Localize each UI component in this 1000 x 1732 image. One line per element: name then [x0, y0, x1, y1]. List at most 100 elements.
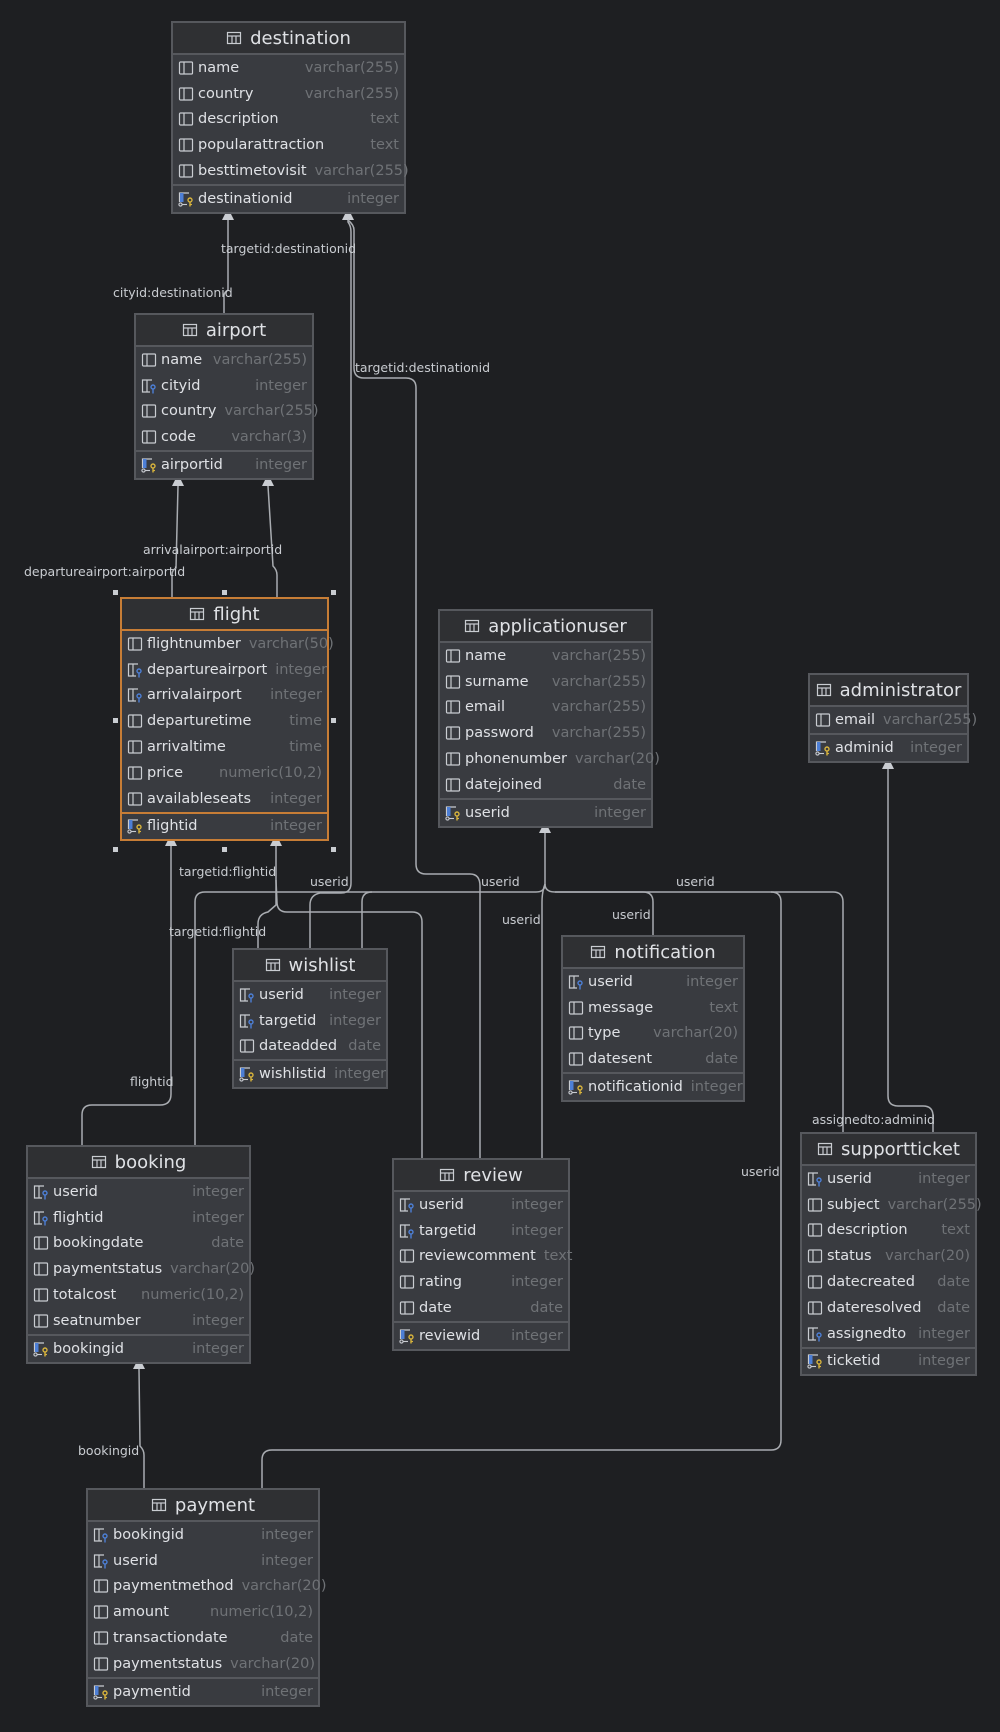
- resize-handle[interactable]: [331, 847, 336, 852]
- table-header[interactable]: review: [394, 1160, 568, 1192]
- relation-flight-arrival-airport[interactable]: [262, 474, 278, 597]
- resize-handle[interactable]: [113, 590, 118, 595]
- relation-wishlist-user[interactable]: [361, 891, 373, 948]
- resize-handle[interactable]: [222, 847, 227, 852]
- relation-review-user[interactable]: [541, 883, 546, 1158]
- relation-support-admin[interactable]: [882, 757, 934, 1132]
- table-header[interactable]: airport: [136, 315, 312, 347]
- relation-review-flight[interactable]: [275, 879, 423, 1158]
- resize-handle[interactable]: [331, 590, 336, 595]
- relation-review-destination[interactable]: [347, 219, 481, 1158]
- resize-handle[interactable]: [113, 847, 118, 852]
- table-header[interactable]: destination: [173, 23, 404, 55]
- relation-airport-destination[interactable]: [222, 208, 234, 314]
- table-header[interactable]: administrator: [810, 675, 967, 707]
- relation-wishlist-flight[interactable]: [257, 834, 282, 948]
- resize-handle[interactable]: [113, 718, 118, 723]
- resize-handle[interactable]: [222, 590, 227, 595]
- table-header[interactable]: notification: [563, 937, 743, 969]
- table-header[interactable]: flight: [122, 599, 327, 631]
- table-header[interactable]: supportticket: [802, 1134, 975, 1166]
- relation-flight-departure-airport[interactable]: [171, 474, 184, 597]
- table-header[interactable]: payment: [88, 1490, 318, 1522]
- table-header[interactable]: booking: [28, 1147, 249, 1179]
- table-header[interactable]: applicationuser: [440, 611, 651, 643]
- relation-wishlist-destination[interactable]: [309, 208, 354, 948]
- relation-support-user[interactable]: [555, 891, 844, 1132]
- table-header[interactable]: wishlist: [234, 950, 386, 982]
- relation-payment-booking[interactable]: [133, 1357, 145, 1488]
